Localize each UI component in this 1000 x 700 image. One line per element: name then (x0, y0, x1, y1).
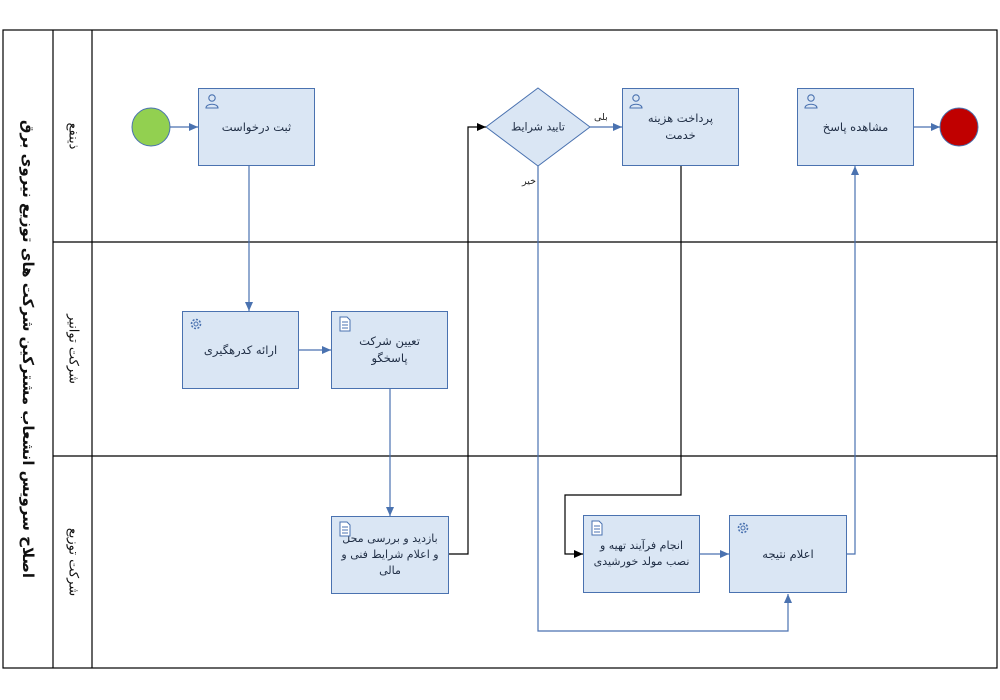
task-register-request[interactable]: ثبت درخواست (198, 88, 315, 166)
user-icon (629, 94, 643, 109)
lane-label-tavanir: شرکت توانیر (65, 314, 81, 384)
document-icon (339, 521, 351, 537)
task-pay-fee[interactable]: پرداخت هزینه خدمت (622, 88, 739, 166)
lane-label-distribution: شرکت توزیع (65, 527, 81, 597)
task-label: اعلام نتیجه (762, 546, 814, 561)
task-label: ثبت درخواست (221, 119, 292, 134)
task-site-visit[interactable]: بازدید و بررسی محل و اعلام شرایط فنی و م… (331, 516, 449, 594)
document-icon (339, 316, 351, 332)
gear-icon (737, 522, 749, 534)
end-event (939, 107, 979, 147)
gateway-yes-label: بلی (594, 112, 608, 123)
task-provide-tracking[interactable]: ارائه کدرهگیری (182, 311, 299, 389)
gear-icon (190, 318, 202, 330)
task-label: پرداخت هزینه خدمت (647, 111, 714, 142)
gateway-no-label: خیر (522, 176, 536, 187)
task-label: بازدید و بررسی محل و اعلام شرایط فنی و م… (341, 532, 439, 577)
task-label: ارائه کدرهگیری (203, 342, 278, 357)
task-assign-company[interactable]: تعیین شرکت پاسخگو (331, 311, 448, 389)
pool-title: اصلاح سرویس انشعاب مشترکین شرکت های توزی… (19, 120, 37, 578)
task-announce-result[interactable]: اعلام نتیجه (729, 515, 847, 593)
task-install[interactable]: انجام فرآیند تهیه و نصب مولد خورشیدی (583, 515, 700, 593)
gateway-label: تایید شرایط (511, 120, 565, 134)
flow-gateway-no-to-result (537, 166, 792, 632)
task-view-response[interactable]: مشاهده پاسخ (797, 88, 914, 166)
task-label: تعیین شرکت پاسخگو (359, 334, 420, 365)
flow-visit-to-gateway (449, 123, 486, 555)
user-icon (804, 94, 818, 109)
pool-border (2, 29, 998, 669)
task-label: انجام فرآیند تهیه و نصب مولد خورشیدی (593, 539, 690, 568)
flow-result-to-view (847, 166, 859, 555)
start-event (131, 107, 171, 147)
user-icon (205, 94, 219, 109)
document-icon (591, 520, 603, 536)
task-label: مشاهده پاسخ (822, 119, 889, 134)
flow-pay-to-install (564, 166, 682, 558)
lane-label-stakeholder: ذینفع (65, 122, 81, 150)
